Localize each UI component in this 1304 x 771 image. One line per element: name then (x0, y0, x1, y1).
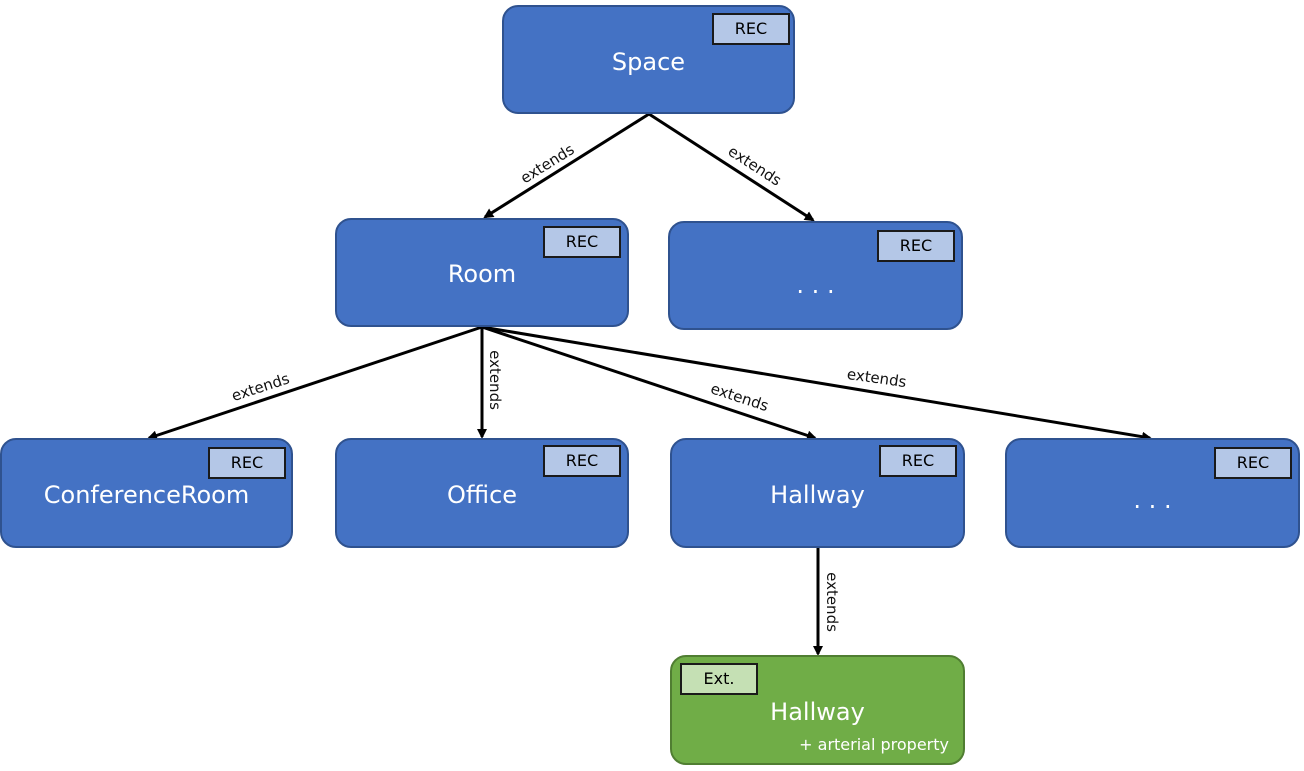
rec-tag: REC (879, 445, 957, 477)
node-label-hallway: Hallway (770, 481, 865, 509)
edge-space-other (648, 112, 815, 222)
edge-label-hallway-hallwayext: extends (823, 572, 841, 632)
node-label-room: Room (447, 260, 517, 288)
edge-room-other (481, 325, 1152, 442)
node-hallway: REC Hallway (670, 438, 965, 548)
node-label-hallway-extension: Hallway (770, 698, 865, 726)
node-label-conference-room: ConferenceRoom (43, 481, 250, 509)
rec-tag: REC (712, 13, 790, 45)
node-label-space-other: . . . (796, 271, 835, 299)
edge-space-room (483, 112, 650, 219)
node-label-room-other: . . . (1133, 486, 1172, 514)
node-office: REC Office (335, 438, 629, 548)
edge-room-conferenceroom (147, 325, 483, 441)
rec-tag: REC (877, 230, 955, 262)
node-hallway-extension: Ext. Hallway + arterial property (670, 655, 965, 765)
edge-label-room-other: extends (846, 365, 908, 391)
node-label-office: Office (446, 481, 518, 509)
node-space: REC Space (502, 5, 795, 114)
rec-tag: REC (208, 447, 286, 479)
rec-tag: REC (543, 226, 621, 258)
rec-tag: REC (543, 445, 621, 477)
edge-label-room-office: extends (486, 350, 504, 410)
node-space-other: REC . . . (668, 221, 963, 330)
rec-tag: REC (1214, 447, 1292, 479)
node-label-space: Space (611, 48, 686, 76)
edge-label-room-hallway: extends (708, 379, 771, 415)
node-room-other: REC . . . (1005, 438, 1300, 548)
ext-tag: Ext. (680, 663, 758, 695)
node-conference-room: REC ConferenceRoom (0, 438, 293, 548)
node-sub-arterial-property: + arterial property (799, 735, 949, 754)
node-room: REC Room (335, 218, 629, 327)
edge-room-hallway (481, 325, 817, 441)
